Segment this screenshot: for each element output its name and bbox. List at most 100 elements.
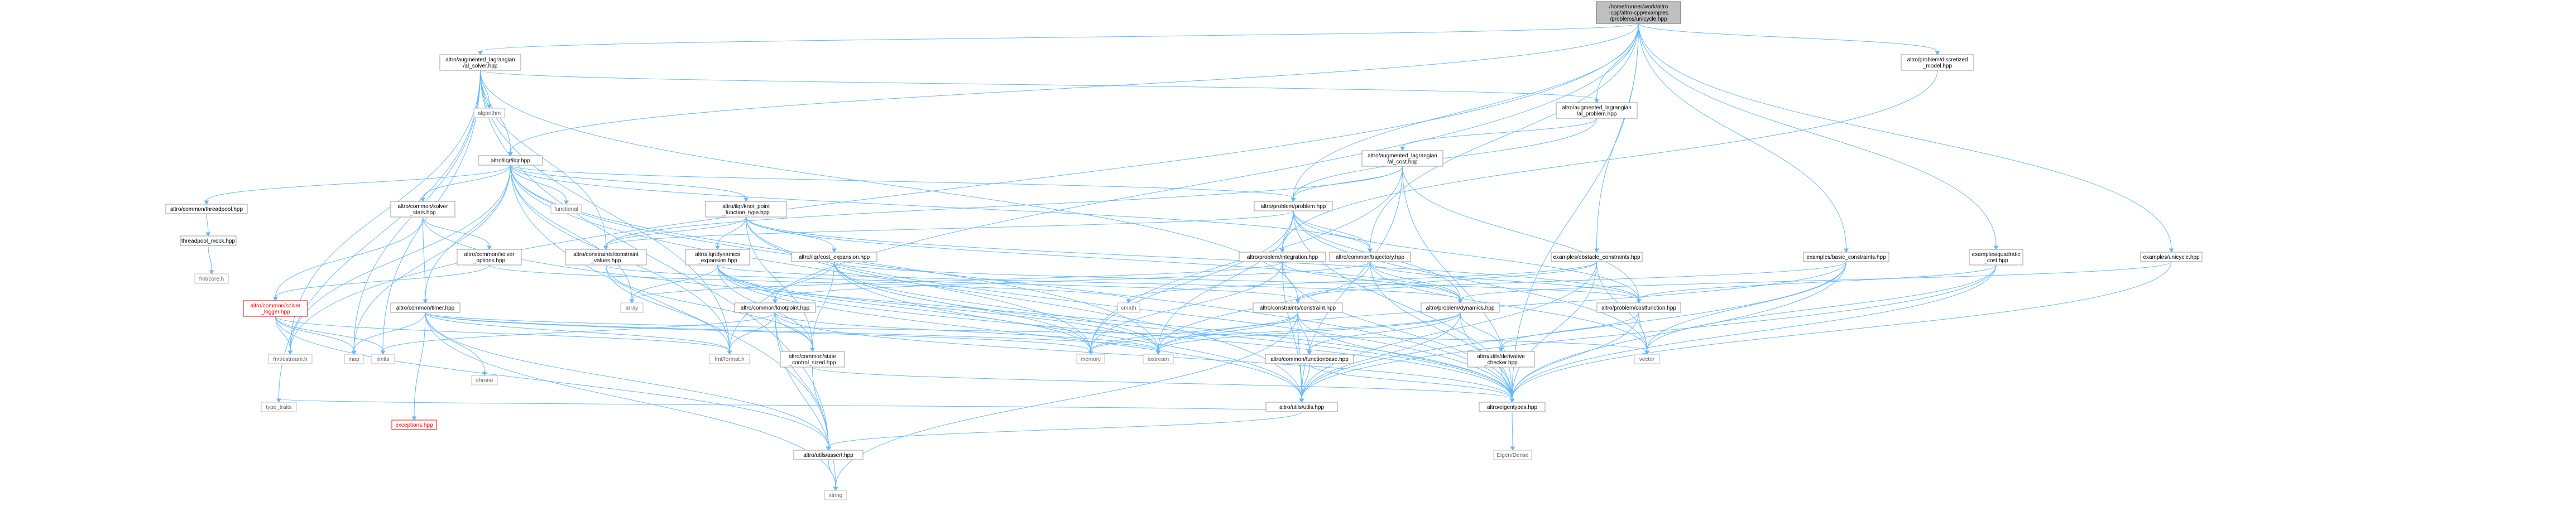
node-chrono[interactable]: chrono: [471, 375, 498, 385]
node-knot-point-function-type[interactable]: altro/ilqr/knot_point_function_type.hpp: [705, 201, 787, 218]
node-label: /problems/unicycle.hpp: [1610, 16, 1667, 22]
node-quadratic-cost[interactable]: examples/quadratic_cost.hpp: [1969, 249, 2023, 266]
edge-threadpool_mock-to-fmt_core: [208, 245, 212, 271]
node-label: threadpool_mock.hpp: [181, 238, 236, 244]
node-solver-options[interactable]: altro/common/solver_options.hpp: [457, 249, 522, 266]
node-integration[interactable]: altro/problem/integration.hpp: [1239, 252, 1326, 262]
edge-dynamics-to-derivative_checker: [1460, 312, 1502, 349]
node-functionbase[interactable]: altro/common/functionbase.hpp: [1265, 354, 1354, 364]
edge-al_problem-to-problem: [1293, 118, 1597, 199]
node-solver-logger[interactable]: altro/common/solver_logger.hpp: [243, 300, 308, 317]
node-label: algorithm: [478, 110, 501, 117]
node-string[interactable]: string: [824, 490, 847, 500]
node-eigen-dense[interactable]: Eigen/Dense: [1493, 450, 1532, 460]
node-exceptions[interactable]: exceptions.hpp: [391, 420, 437, 430]
edge-costfunction-to-vector: [1638, 312, 1647, 351]
edge-arrowhead: [1510, 446, 1515, 451]
node-vector[interactable]: vector: [1634, 354, 1660, 364]
edge-solver_logger-to-fmt_format: [275, 316, 730, 351]
node-iostream[interactable]: iostream: [1143, 354, 1174, 364]
edge-root-to-unicycle: [1638, 23, 2172, 249]
node-box: [705, 201, 787, 218]
node-box: [1117, 302, 1140, 313]
node-functional[interactable]: functional: [550, 204, 582, 214]
node-al-cost[interactable]: altro/augmented_lagrangian/al_cost.hpp: [1361, 150, 1443, 167]
node-label: altro/constraints/constraint.hpp: [1260, 305, 1336, 311]
node-ilqr[interactable]: altro/ilqr/ilqr.hpp: [478, 155, 543, 166]
node-label: functional: [554, 206, 578, 213]
edge-integration-to-memory: [1090, 261, 1283, 351]
node-box: [824, 490, 847, 500]
edge-arrowhead: [832, 248, 837, 253]
node-label: altro/augmented_lagrangian: [445, 57, 515, 63]
node-threadpool-mock[interactable]: threadpool_mock.hpp: [180, 235, 237, 246]
node-label: examples/basic_constraints.hpp: [1806, 254, 1886, 261]
node-box: [734, 302, 816, 313]
node-label: fmt/ostream.h: [273, 356, 307, 363]
node-label: altro/common/knotpoint.hpp: [741, 305, 810, 311]
node-eigentypes[interactable]: altro/eigentypes.hpp: [1479, 402, 1546, 412]
node-dynamics[interactable]: altro/problem/dynamics.hpp: [1421, 302, 1500, 313]
node-assert[interactable]: altro/utils/assert.hpp: [793, 450, 864, 460]
node-unicycle[interactable]: examples/unicycle.hpp: [2140, 252, 2203, 262]
node-fmt-ostream[interactable]: fmt/ostream.h: [268, 354, 313, 364]
node-label: fmt/core.h: [199, 276, 224, 282]
node-type-traits[interactable]: type_traits: [261, 402, 297, 412]
node-discretized-model[interactable]: altro/problem/discretized_model.hpp: [1901, 54, 1974, 71]
node-array[interactable]: array: [620, 302, 644, 313]
node-cmath[interactable]: cmath: [1117, 302, 1140, 313]
edge-arrowhead: [420, 197, 425, 202]
node-basic-constraints[interactable]: examples/basic_constraints.hpp: [1803, 252, 1889, 262]
edge-arrowhead: [727, 350, 732, 355]
edge-basic_constraints-to-eigentypes: [1512, 261, 1846, 399]
node-limits[interactable]: limits: [371, 354, 395, 364]
node-fmt-core[interactable]: fmt/core.h: [194, 273, 229, 284]
node-trajectory[interactable]: altro/common/trajectory.hpp: [1329, 252, 1411, 262]
edge-integration-to-array: [631, 261, 1283, 300]
node-derivative-checker[interactable]: altro/utils/derivative_checker.hpp: [1467, 351, 1535, 368]
node-cost-expansion[interactable]: altro/ilqr/cost_expansion.hpp: [791, 252, 877, 262]
edge-arrowhead: [478, 51, 483, 55]
edge-arrowhead: [487, 245, 492, 250]
edge-threadpool-to-threadpool_mock: [206, 213, 209, 233]
edge-knotpoint-to-state_control_sized: [775, 312, 813, 349]
node-knotpoint[interactable]: altro/common/knotpoint.hpp: [734, 302, 816, 313]
node-label: altro/common/timer.hpp: [396, 305, 455, 311]
node-solver-stats[interactable]: altro/common/solver_stats.hpp: [390, 201, 455, 218]
edge-arrowhead: [564, 200, 569, 205]
node-al-problem[interactable]: altro/augmented_lagrangian/al_problem.hp…: [1556, 102, 1638, 119]
node-constraint[interactable]: altro/constraints/constraint.hpp: [1253, 302, 1343, 313]
node-al-solver[interactable]: altro/augmented_lagrangian/al_solver.hpp: [439, 54, 521, 71]
node-fmt-format[interactable]: fmt/format.h: [709, 354, 750, 364]
node-constraint-values[interactable]: altro/constraints/constraint_values.hpp: [565, 249, 647, 266]
edge-timer-to-exceptions: [414, 312, 426, 417]
node-box: [791, 252, 877, 262]
edge-solver_logger-to-limits: [275, 316, 383, 351]
node-root[interactable]: /home/runner/work/altro-cpp/altro-cpp/ex…: [1596, 1, 1681, 24]
node-timer[interactable]: altro/common/timer.hpp: [390, 302, 460, 313]
node-obstacle-constraints[interactable]: examples/obstacle_constraints.hpp: [1551, 252, 1643, 262]
node-threadpool[interactable]: altro/common/threadpool.hpp: [165, 204, 248, 214]
node-utils[interactable]: altro/utils/utils.hpp: [1265, 402, 1338, 412]
node-dynamics-expansion[interactable]: altro/ilqr/dynamics_expansion.hpp: [685, 249, 750, 266]
edge-quadratic_cost-to-costfunction: [1638, 264, 1997, 300]
node-algorithm[interactable]: algorithm: [473, 108, 505, 118]
node-label: _control_sized.hpp: [789, 360, 836, 366]
edge-functionbase-to-eigentypes: [1309, 363, 1513, 399]
node-label: /al_solver.hpp: [463, 63, 498, 69]
node-box: [1143, 354, 1174, 364]
node-box: [390, 302, 460, 313]
node-state-control-sized[interactable]: altro/common/state_control_sized.hpp: [780, 351, 845, 368]
edge-solver_options-to-cmath: [489, 264, 1129, 300]
node-memory[interactable]: memory: [1076, 354, 1105, 364]
node-box: [390, 201, 455, 218]
node-label: _checker.hpp: [1484, 360, 1518, 366]
edge-ilqr-to-trajectory: [510, 165, 1370, 249]
node-label: string: [829, 493, 842, 499]
node-box: [243, 300, 308, 317]
node-label: altro/common/solver: [464, 252, 515, 258]
node-map[interactable]: map: [344, 354, 364, 364]
node-problem[interactable]: altro/problem/problem.hpp: [1254, 201, 1333, 211]
node-label: /al_problem.hpp: [1577, 111, 1617, 117]
node-costfunction[interactable]: altro/problem/costfunction.hpp: [1596, 302, 1681, 313]
